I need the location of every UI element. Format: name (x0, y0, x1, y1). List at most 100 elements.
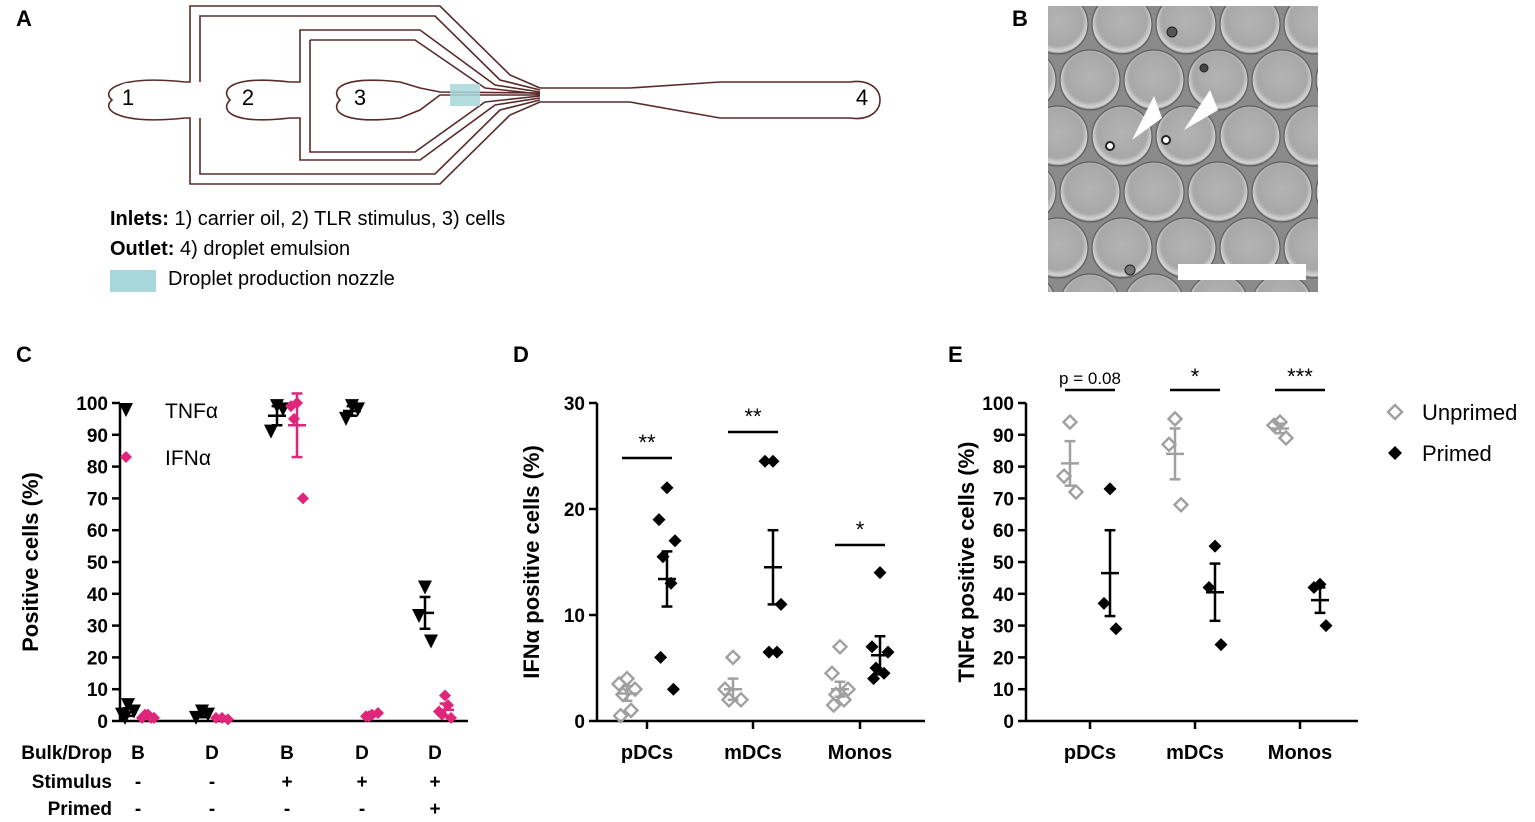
y-axis-label: TNFα positive cells (%) (954, 442, 979, 683)
y-tick-label: 90 (993, 426, 1014, 447)
droplet (1048, 170, 1057, 214)
droplet-microscopy-image (1048, 6, 1318, 292)
data-point (652, 513, 666, 527)
significance-label: * (1191, 364, 1200, 389)
droplet (1059, 49, 1121, 111)
data-point (264, 424, 278, 439)
y-tick-label: 20 (87, 648, 108, 669)
data-point (1109, 622, 1123, 636)
condition-value: B (280, 743, 294, 764)
data-point (654, 650, 668, 664)
y-tick-label: 100 (76, 394, 108, 415)
data-point (1097, 596, 1111, 610)
data-point (1319, 619, 1333, 633)
droplet (1125, 273, 1183, 292)
data-point (445, 711, 457, 724)
data-point (766, 454, 780, 468)
legend-marker-ifn (120, 451, 132, 463)
data-point (865, 640, 879, 654)
microfluidic-chip-diagram: 1 2 3 4 (107, 5, 881, 185)
data-point (1214, 638, 1228, 652)
port-4-label: 4 (856, 85, 868, 110)
legend-marker-tnf (119, 403, 133, 417)
y-tick-label: 10 (87, 680, 108, 701)
data-point (881, 645, 895, 659)
outlet-label: Outlet: (110, 238, 175, 260)
droplet (1061, 273, 1119, 292)
droplet (1123, 161, 1185, 223)
data-point (873, 566, 887, 580)
y-tick-label: 80 (87, 458, 108, 479)
data-point (1313, 577, 1327, 591)
y-tick-label: 60 (993, 521, 1014, 542)
droplet (1315, 67, 1318, 93)
data-point (1202, 580, 1216, 594)
arrowhead-marker (1132, 96, 1162, 140)
data-point (758, 454, 772, 468)
data-point (1160, 436, 1178, 453)
data-point (439, 689, 451, 702)
data-point (774, 597, 788, 611)
condition-value: - (135, 772, 141, 793)
droplet (1251, 161, 1313, 223)
droplet (1048, 6, 1089, 55)
port-1-label: 1 (122, 85, 134, 110)
inlets-label: Inlets: (110, 208, 169, 230)
condition-row-label: Stimulus (32, 772, 112, 793)
droplet (1091, 6, 1153, 55)
y-axis-label: IFNα positive cells (%) (519, 445, 544, 679)
y-tick-label: 20 (564, 500, 585, 521)
scale-bar (1178, 264, 1306, 280)
droplet (1155, 105, 1217, 167)
x-tick-label: pDCs (621, 742, 673, 764)
data-point (297, 492, 309, 505)
panel-label-b: B (1012, 6, 1028, 31)
y-tick-label: 50 (993, 553, 1014, 574)
data-point (1055, 467, 1073, 485)
data-point (1103, 482, 1117, 496)
data-point (724, 649, 742, 666)
cell (1161, 135, 1171, 145)
inlets-legend: Inlets: 1) carrier oil, 2) TLR stimulus,… (110, 208, 505, 231)
cell (1166, 26, 1178, 38)
cell (1199, 63, 1209, 73)
y-tick-label: 90 (87, 426, 108, 447)
y-tick-label: 70 (993, 489, 1014, 510)
condition-value: - (135, 799, 141, 820)
data-point (1061, 413, 1079, 431)
droplet (1315, 179, 1318, 205)
data-point (668, 534, 682, 548)
arrowhead-marker (1184, 90, 1218, 130)
y-axis-label: Positive cells (%) (18, 472, 43, 652)
cell (1105, 141, 1115, 151)
port-2-label: 2 (242, 85, 254, 110)
condition-value: + (429, 772, 440, 793)
nozzle-legend-text: Droplet production nozzle (168, 268, 395, 290)
data-point (732, 691, 750, 708)
data-point (770, 645, 784, 659)
data-point (1307, 580, 1321, 594)
y-tick-label: 40 (993, 585, 1014, 606)
y-tick-label: 0 (574, 712, 585, 733)
panel-label-c: C (16, 342, 32, 367)
legend-marker-primed (1388, 446, 1402, 460)
droplet (1251, 49, 1313, 111)
data-point (418, 580, 432, 595)
condition-value: - (209, 772, 215, 793)
data-point (1277, 429, 1295, 447)
y-tick-label: 30 (564, 394, 585, 415)
panel-label-a: A (16, 6, 32, 31)
condition-value: - (359, 799, 365, 820)
data-point (762, 645, 776, 659)
y-tick-label: 50 (87, 553, 108, 574)
droplet (1091, 217, 1153, 279)
droplet (1048, 105, 1089, 167)
significance-label: * (856, 517, 865, 542)
cell (1124, 264, 1136, 276)
condition-value: + (281, 772, 292, 793)
data-point (424, 634, 438, 649)
droplet (1048, 58, 1057, 102)
